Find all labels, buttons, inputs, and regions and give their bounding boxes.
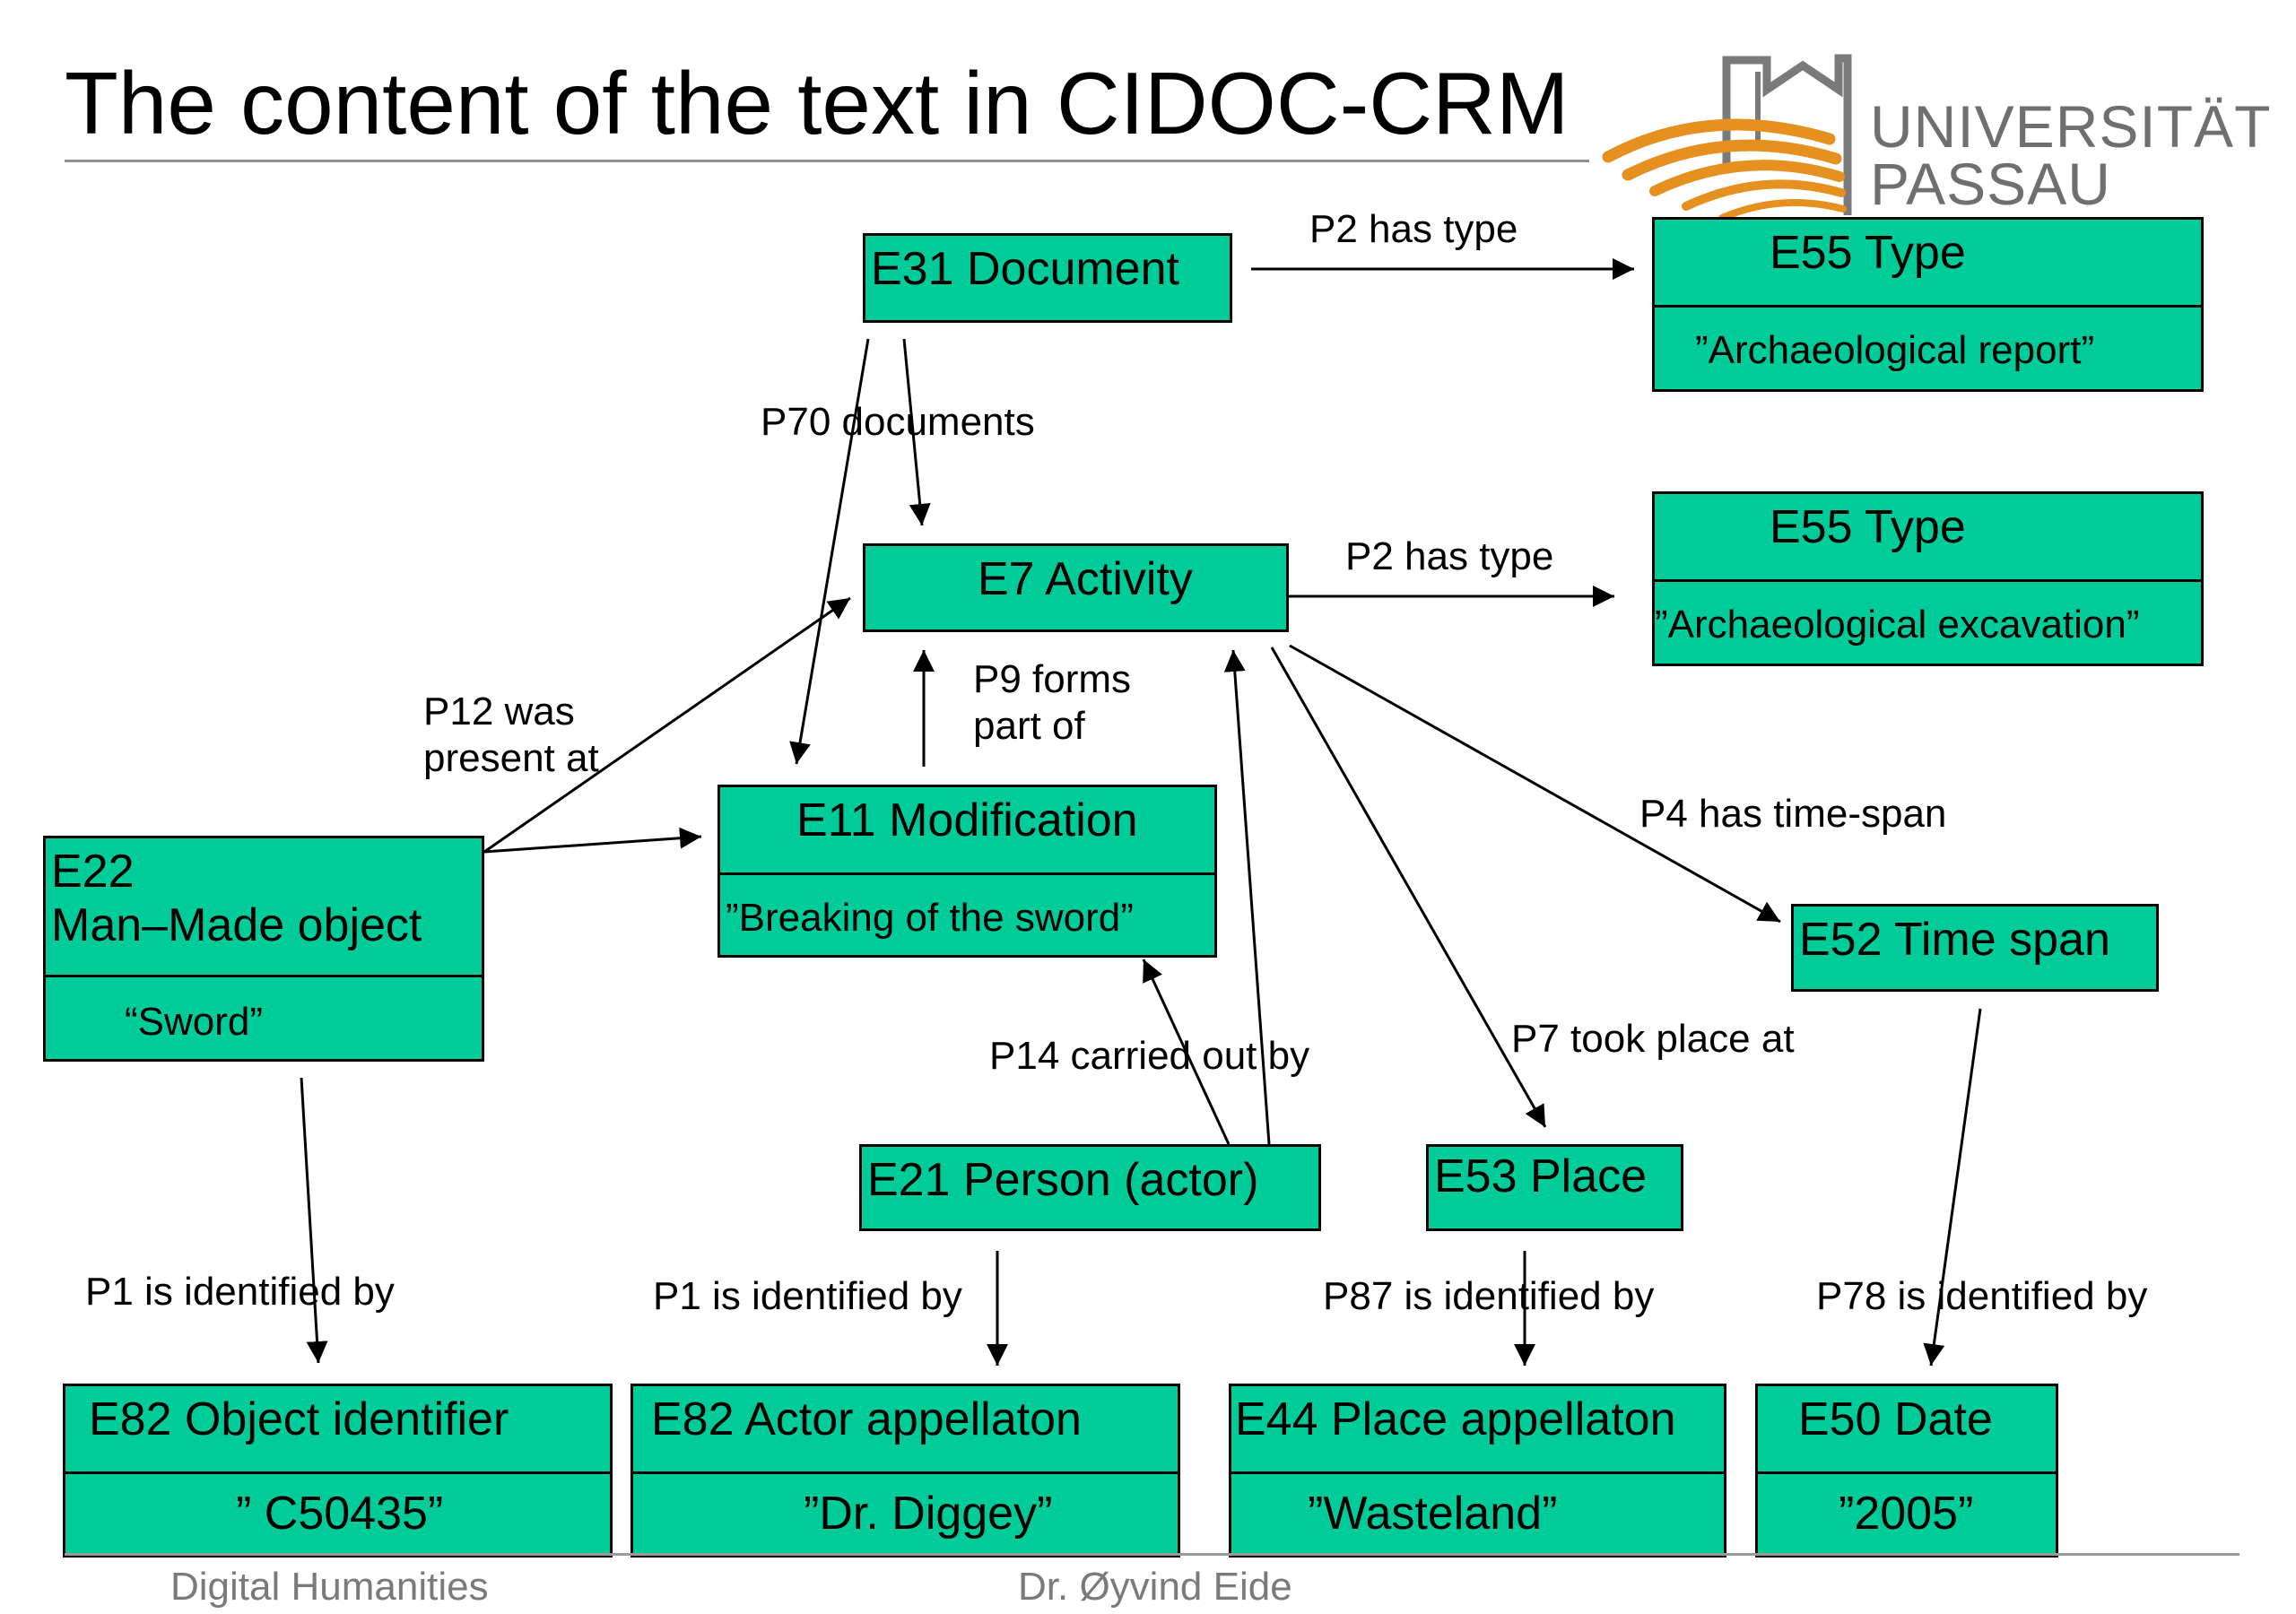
logo-text-passau: PASSAU xyxy=(1870,151,2111,217)
arrow-p12-to-modification xyxy=(483,827,702,854)
arrow-p7 xyxy=(1270,646,1547,1128)
arrow-p4 xyxy=(1289,644,1781,924)
arrow-p14-to-activity xyxy=(1223,649,1271,1145)
footer-author: Dr. Øyvind Eide xyxy=(1018,1565,1292,1609)
label-p1-actor: P1 is identified by xyxy=(653,1274,962,1318)
arrow-p78 xyxy=(1923,1008,1982,1367)
box-e55a-value: ”Archaeological report” xyxy=(1655,305,2201,372)
box-e7-activity: E7 Activity xyxy=(863,543,1289,632)
label-p4: P4 has time-span xyxy=(1639,792,1947,836)
label-p78: P78 is identified by xyxy=(1816,1274,2148,1318)
slide-title: The content of the text in CIDOC-CRM xyxy=(65,54,1570,152)
label-p9-line1: P9 forms xyxy=(973,657,1132,701)
box-e82a-label: E82 Object identifier xyxy=(89,1393,509,1445)
box-e82b-value: ”Dr. Diggey” xyxy=(633,1471,1178,1540)
box-e11-value: ”Breaking of the sword” xyxy=(720,872,1214,940)
box-e82a-value: ” C50435” xyxy=(65,1471,610,1540)
label-p1-object: P1 is identified by xyxy=(85,1270,395,1314)
box-e22-label-line1: E22 xyxy=(51,846,135,898)
box-e44-value: ”Wasteland” xyxy=(1231,1471,1724,1540)
logo-text-universitaet: UNIVERSITÄT xyxy=(1870,93,2272,160)
box-e53-label: E53 Place xyxy=(1434,1150,1648,1202)
box-e31-label: E31 Document xyxy=(871,243,1179,295)
box-e31-document: E31 Document xyxy=(863,233,1232,323)
box-e82-object-identifier: E82 Object identifier ” C50435” xyxy=(63,1384,613,1558)
box-e7-label: E7 Activity xyxy=(978,553,1193,605)
university-logo xyxy=(1602,54,1852,221)
arrow-p12-to-activity xyxy=(483,596,851,854)
arrow-p14-to-modification xyxy=(1142,959,1231,1145)
box-e11-label: E11 Modification xyxy=(796,794,1138,846)
arrow-p70-to-modification xyxy=(789,338,870,765)
box-e22-man-made-object: E22 Man–Made object “Sword” xyxy=(43,836,484,1062)
box-e55a-label: E55 Type xyxy=(1770,227,1966,279)
label-p70: P70 documents xyxy=(761,400,1035,444)
footer-course: Digital Humanities xyxy=(170,1565,489,1609)
arrow-p1-object xyxy=(300,1077,328,1364)
box-e50-label: E50 Date xyxy=(1798,1393,1993,1445)
box-e22-value: “Sword” xyxy=(46,975,482,1044)
box-e55-type-excavation: E55 Type ”Archaeological excavation” xyxy=(1652,491,2204,666)
box-e50-date: E50 Date ”2005” xyxy=(1755,1384,2058,1558)
box-e11-modification: E11 Modification ”Breaking of the sword” xyxy=(718,785,1217,958)
footer-divider xyxy=(65,1553,2239,1556)
box-e44-place-appellation: E44 Place appellaton ”Wasteland” xyxy=(1229,1384,1726,1558)
logo-building-icon xyxy=(1722,54,1852,215)
box-e55-type-report: E55 Type ”Archaeological report” xyxy=(1652,217,2204,392)
label-p9-line2: part of xyxy=(973,704,1085,748)
logo-swoosh-icon xyxy=(1602,118,1847,221)
label-p87: P87 is identified by xyxy=(1323,1274,1655,1318)
box-e50-value: ”2005” xyxy=(1758,1471,2056,1540)
label-p12-line1: P12 was xyxy=(423,690,575,733)
box-e55b-value: ”Archaeological excavation” xyxy=(1655,579,2201,646)
box-e52-label: E52 Time span xyxy=(1799,914,2110,966)
box-e21-label: E21 Person (actor) xyxy=(867,1154,1259,1206)
box-e53-place: E53 Place xyxy=(1426,1144,1683,1231)
box-e21-person: E21 Person (actor) xyxy=(859,1144,1321,1231)
label-p7: P7 took place at xyxy=(1511,1017,1795,1061)
box-e55b-label: E55 Type xyxy=(1770,501,1966,553)
label-p14: P14 carried out by xyxy=(989,1034,1310,1078)
box-e22-label-line2: Man–Made object xyxy=(51,898,422,951)
title-divider xyxy=(65,160,1589,162)
box-e52-time-span: E52 Time span xyxy=(1791,904,2159,992)
box-e82b-label: E82 Actor appellaton xyxy=(651,1393,1082,1445)
box-e82-actor-appellation: E82 Actor appellaton ”Dr. Diggey” xyxy=(631,1384,1180,1558)
label-p2-document: P2 has type xyxy=(1309,207,1518,251)
box-e44-label: E44 Place appellaton xyxy=(1235,1393,1676,1445)
label-p2-activity: P2 has type xyxy=(1345,534,1554,578)
label-p12-line2: present at xyxy=(423,736,599,780)
arrow-p70-to-activity xyxy=(902,338,931,526)
